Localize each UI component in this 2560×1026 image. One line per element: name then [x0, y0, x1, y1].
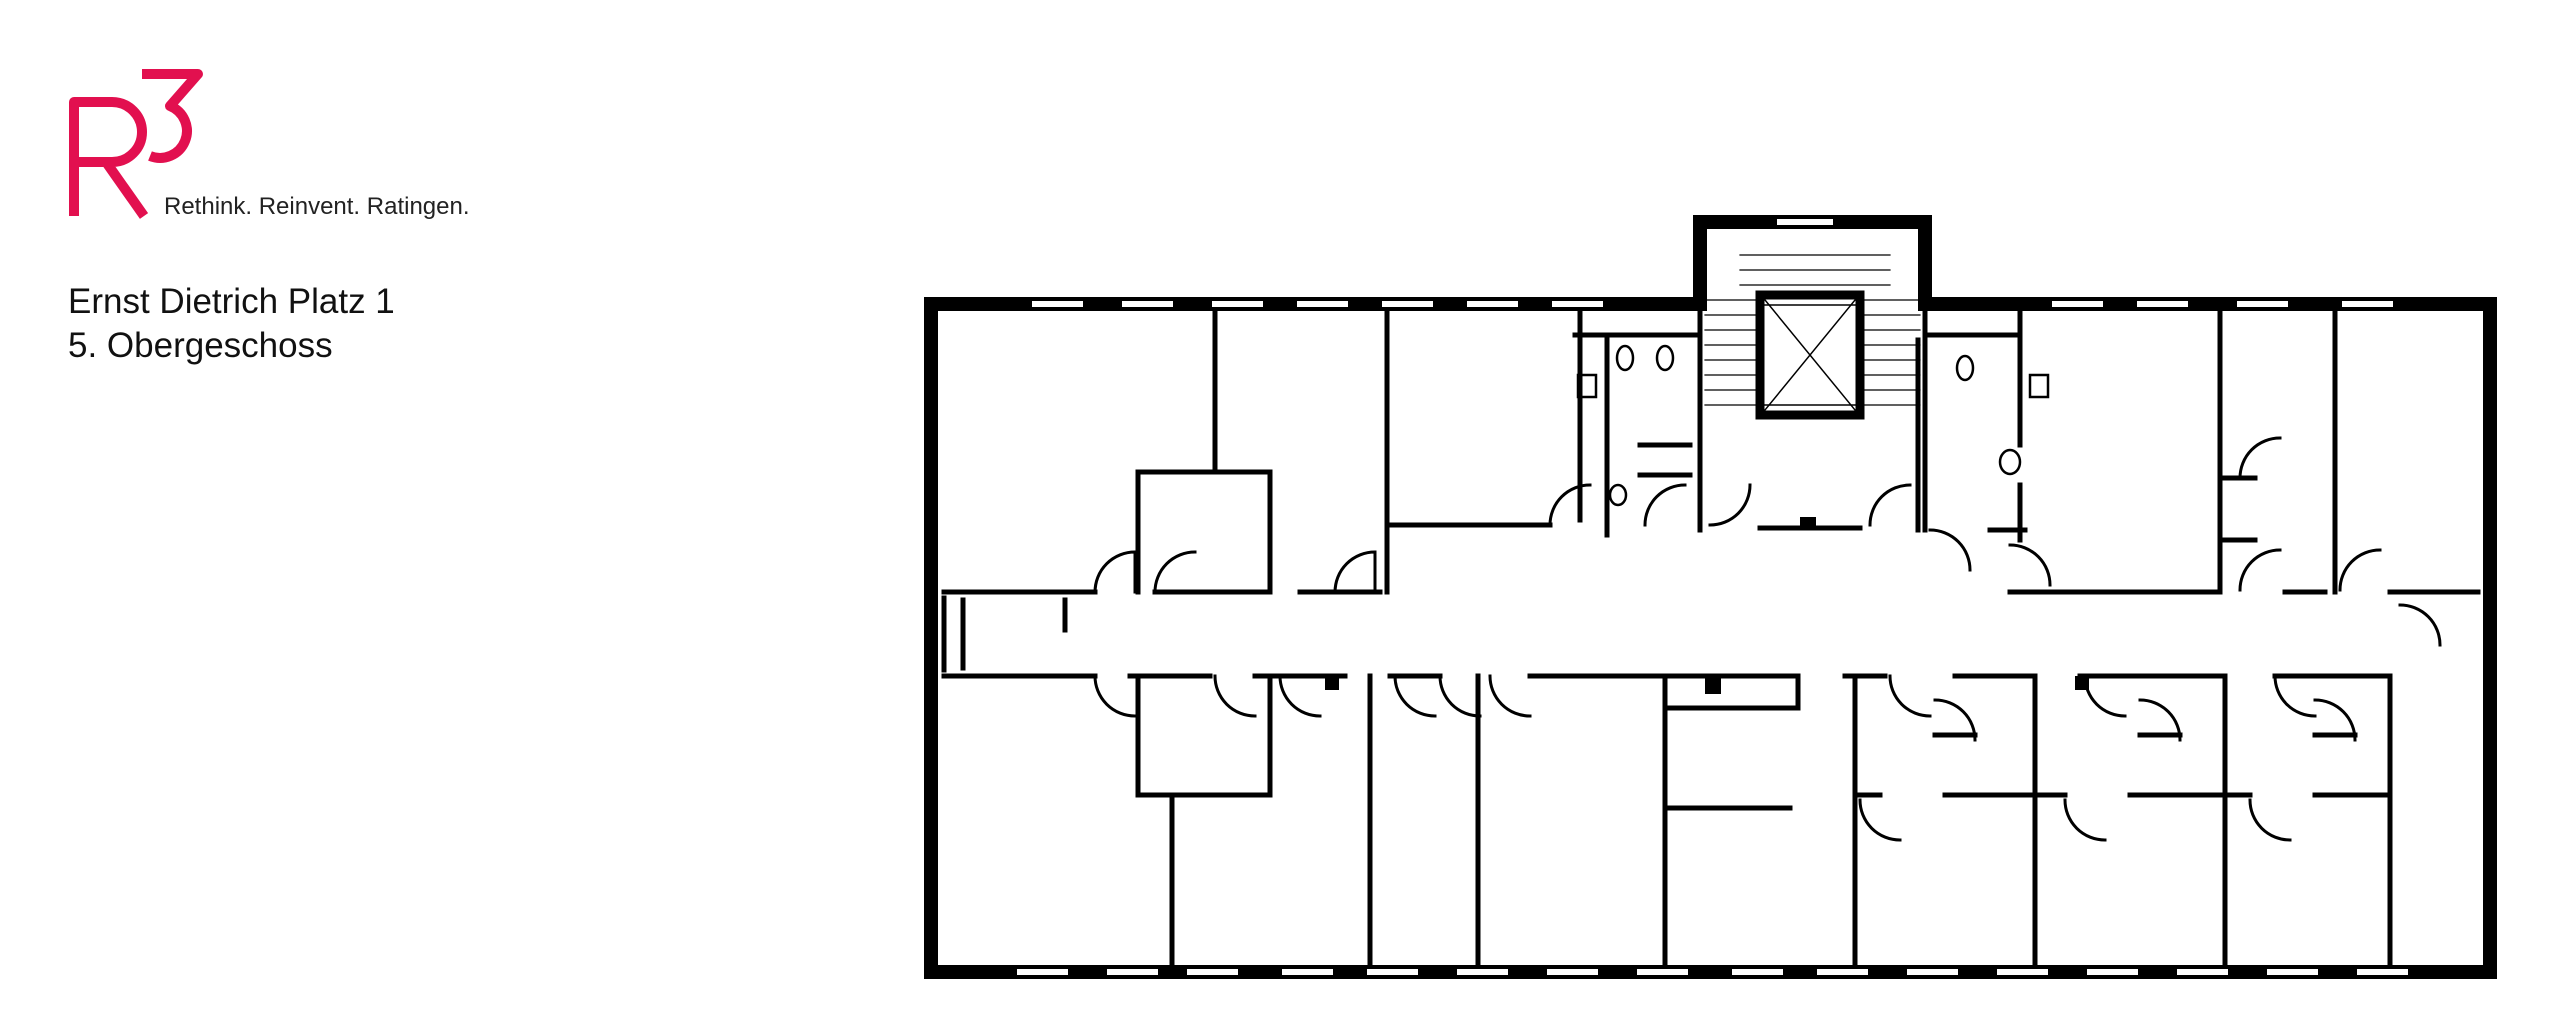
fixtures [1576, 344, 2050, 507]
structural-columns [1325, 517, 2089, 694]
interior-walls [941, 290, 2481, 969]
floor-label: 5. Obergeschoss [68, 326, 333, 365]
r3-logo-mark [69, 69, 203, 219]
address-block: Ernst Dietrich Platz 1 5. Obergeschoss [68, 280, 395, 368]
address-line: Ernst Dietrich Platz 1 [68, 282, 395, 321]
stair-treads [1704, 254, 1921, 406]
windows-top [1032, 219, 2393, 307]
brand-logo: Rethink. Reinvent. Ratingen. [66, 66, 506, 226]
door-swings [1093, 436, 2442, 842]
outer-walls [924, 215, 2497, 979]
brand-tagline: Rethink. Reinvent. Ratingen. [164, 193, 470, 220]
